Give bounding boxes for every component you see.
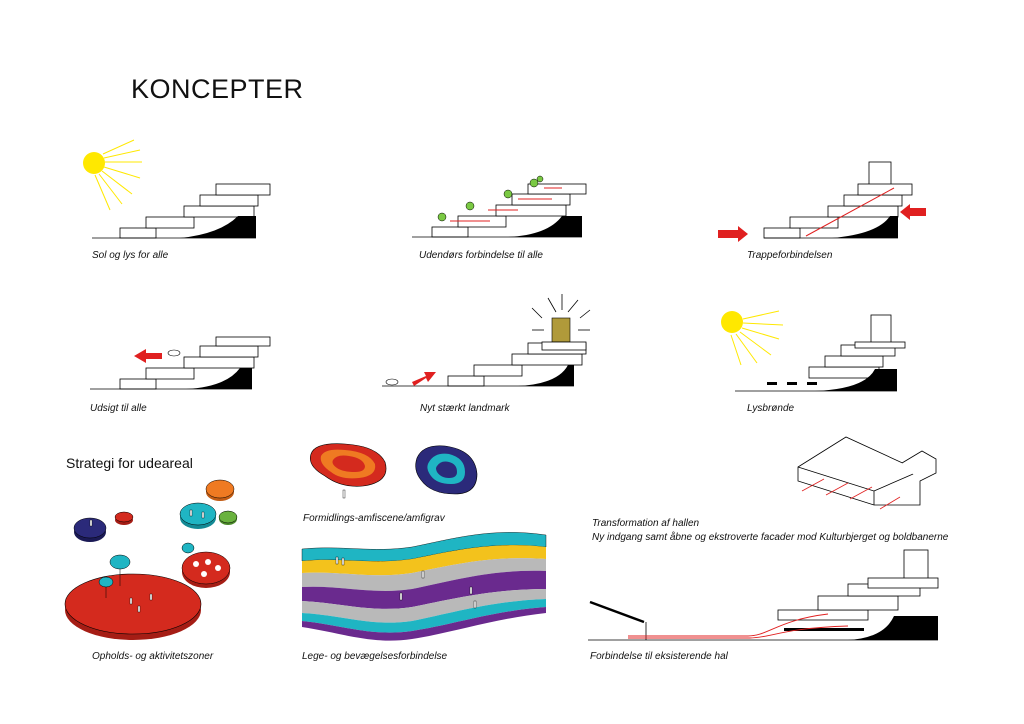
eye-icon [167, 349, 181, 357]
arrow-right-icon [718, 226, 748, 242]
caption-landmark: Nyt stærkt landmark [420, 403, 510, 414]
facade-arrows [801, 478, 901, 510]
sun-icon [83, 139, 142, 211]
caption-view: Udsigt til alle [90, 403, 147, 414]
roof-line [589, 600, 645, 624]
page-title: KONCEPTER [131, 74, 304, 104]
caption-stairs: Trappeforbindelsen [747, 250, 833, 261]
arrow-left-icon [134, 349, 162, 363]
existing-hall-diagram [588, 549, 939, 641]
sun-icon [721, 310, 784, 366]
zone-navy [73, 517, 107, 542]
caption-existing: Forbindelse til eksisterende hal [590, 651, 728, 662]
tree-icons [437, 175, 544, 222]
caption-hall-2: Ny indgang samt åbne og ekstroverte faca… [592, 532, 949, 543]
caption-amphi: Formidlings-amfiscene/amfigrav [303, 513, 445, 524]
caption-outdoor: Udendørs forbindelse til alle [419, 250, 543, 261]
zone-orange [205, 479, 235, 501]
zone-teal [179, 502, 217, 529]
zone-red-medium [181, 551, 231, 588]
amphi-navy [415, 445, 478, 495]
arrow-left-icon [900, 204, 926, 220]
people-icons [335, 556, 477, 609]
activity-zones-diagram [64, 479, 238, 640]
caption-play: Lege- og bevægelsesforbindelse [302, 651, 448, 662]
zone-green [218, 510, 238, 525]
connection-arrows [450, 187, 562, 222]
amphi-red [310, 443, 387, 487]
eye-icon [385, 378, 399, 386]
caption-sun: Sol og lys for alle [92, 250, 169, 261]
outdoor-terrace-diagram [412, 175, 587, 238]
hall-transformation-diagram [797, 436, 937, 510]
view-diagram [90, 336, 271, 390]
caption-zones: Opholds- og aktivitetszoner [92, 651, 214, 662]
landmark-diagram [382, 294, 591, 387]
skylight-blocks [767, 382, 817, 385]
section-subtitle: Strategi for udeareal [66, 455, 193, 471]
connection-arrows [628, 613, 849, 639]
play-connection-diagram [301, 532, 547, 641]
amphitheatre-diagram [310, 443, 478, 499]
caption-hall-1: Transformation af hallen [592, 518, 700, 529]
hill [180, 216, 256, 238]
people-icons [89, 509, 205, 613]
arrow-right-icon [412, 372, 436, 386]
caption-lightwell: Lysbrønde [747, 403, 795, 414]
landmark-tower [551, 317, 571, 343]
terrace-section [119, 183, 271, 239]
zone-red-small [114, 511, 134, 525]
stairs-diagram [718, 161, 926, 242]
lightwell-diagram [721, 310, 906, 392]
tree-icons [98, 542, 195, 598]
zone-red-large [64, 573, 202, 640]
glow-rays [531, 294, 591, 331]
sun-terrace-diagram [83, 139, 271, 239]
